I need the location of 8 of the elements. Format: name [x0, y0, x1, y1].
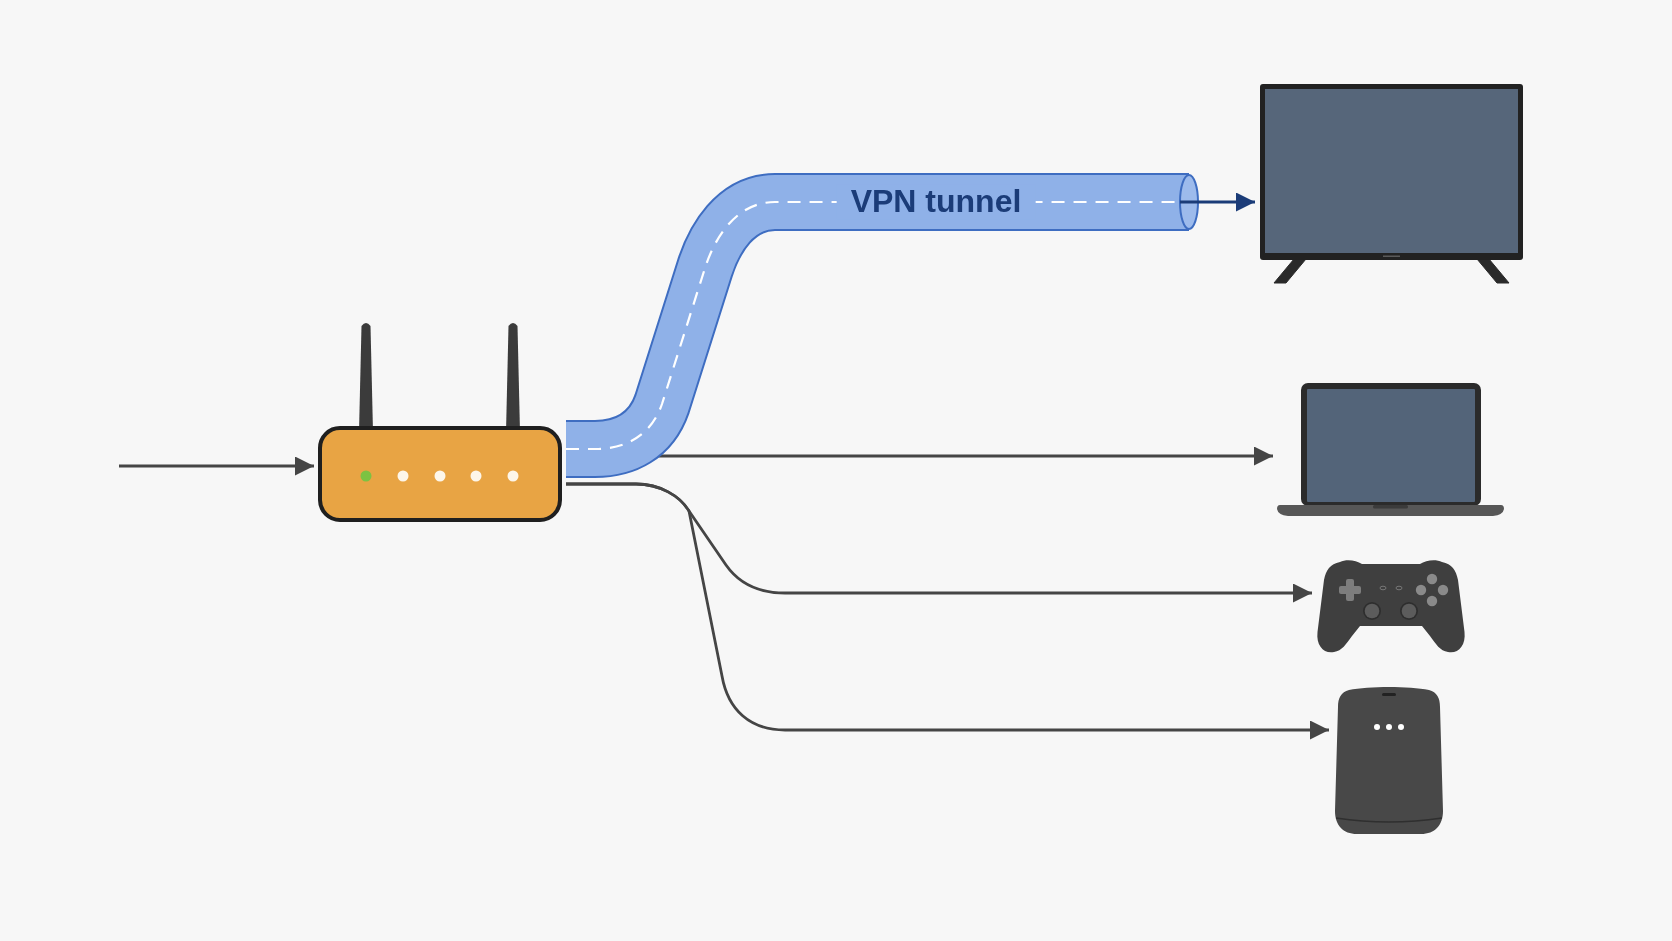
- tunnel-arrow: [566, 173, 1255, 478]
- smart-speaker-icon: [1333, 685, 1445, 836]
- tv-icon: [1259, 83, 1524, 284]
- router-icon: [318, 320, 562, 522]
- laptop-icon: [1277, 382, 1504, 518]
- arrow: [119, 456, 314, 476]
- gamepad-icon: [1316, 558, 1466, 654]
- arrow: [566, 482, 1329, 740]
